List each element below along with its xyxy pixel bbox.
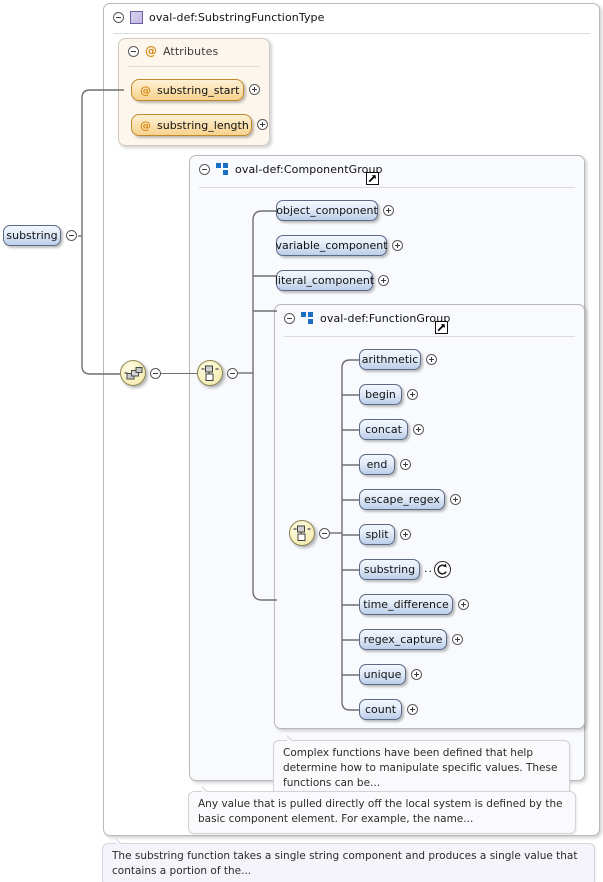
doc-text: The substring function takes a single st…: [112, 850, 578, 877]
expand-toggle-substring-start[interactable]: [249, 84, 260, 95]
component-group-header: oval-def:ComponentGroup: [190, 156, 584, 183]
element-escape-regex[interactable]: escape_regex: [359, 489, 445, 510]
attribute-substring-start[interactable]: @ substring_start: [131, 79, 244, 101]
component-group-header-divider: [199, 187, 575, 188]
element-regex-capture[interactable]: regex_capture: [359, 629, 447, 650]
component-group-title: oval-def:ComponentGroup: [235, 163, 383, 176]
external-link-icon[interactable]: [435, 321, 448, 334]
element-label: variable_component: [275, 239, 388, 252]
expand-toggle-object-component[interactable]: [383, 205, 394, 216]
doc-text: Any value that is pulled directly off th…: [198, 798, 563, 825]
element-label: object_component: [276, 204, 378, 217]
root-branch-connectors: [78, 89, 124, 375]
function-group-title: oval-def:FunctionGroup: [320, 312, 451, 325]
element-label: literal_component: [274, 274, 375, 287]
expand-toggle-concat[interactable]: [413, 424, 424, 435]
element-label: substring: [363, 563, 416, 576]
attribute-label: substring_start: [157, 83, 240, 97]
external-link-icon[interactable]: [366, 172, 379, 185]
collapse-toggle-component-group[interactable]: [199, 164, 210, 175]
expand-toggle-end[interactable]: [400, 459, 411, 470]
collapse-toggle-type[interactable]: [113, 12, 124, 23]
sequence-compositor[interactable]: [120, 360, 146, 386]
function-group-tree-connectors: [330, 359, 361, 711]
component-group-choice-compositor[interactable]: [197, 360, 223, 386]
attribute-substring-length[interactable]: @ substring_length: [131, 114, 252, 136]
type-title: oval-def:SubstringFunctionType: [149, 11, 325, 24]
function-group-box: oval-def:FunctionGroup: [274, 304, 585, 729]
collapse-toggle-sequence[interactable]: [150, 368, 161, 379]
element-label: split: [365, 528, 389, 541]
sequence-to-choice-line: [161, 373, 197, 374]
element-literal-component[interactable]: literal_component: [274, 270, 375, 291]
function-group-header: oval-def:FunctionGroup: [275, 305, 584, 332]
attributes-title: Attributes: [163, 44, 219, 58]
element-object-component[interactable]: object_component: [276, 200, 378, 221]
root-documentation: The substring function takes a single st…: [102, 843, 595, 882]
expand-toggle-begin[interactable]: [407, 389, 418, 400]
function-group-documentation: Complex functions have been defined that…: [273, 740, 570, 798]
root-element-substring[interactable]: substring: [3, 225, 61, 246]
substring-function-type-header: oval-def:SubstringFunctionType: [104, 4, 599, 31]
recursion-icon[interactable]: [433, 560, 452, 579]
function-group-header-divider: [284, 336, 575, 337]
callout-tail: [202, 785, 216, 792]
callout-tail: [116, 837, 130, 844]
element-label: unique: [363, 668, 402, 681]
expand-toggle-split[interactable]: [400, 529, 411, 540]
callout-tail: [287, 734, 301, 741]
root-element-label: substring: [6, 229, 58, 242]
element-unique[interactable]: unique: [359, 664, 406, 685]
element-count[interactable]: count: [359, 699, 402, 720]
expand-toggle-substring-length[interactable]: [257, 119, 268, 130]
expand-toggle-count[interactable]: [407, 704, 418, 715]
expand-toggle-time-difference[interactable]: [458, 599, 469, 610]
model-group-icon: [216, 163, 229, 176]
function-group-choice-compositor[interactable]: [289, 520, 315, 546]
component-group-tree-connectors: [238, 210, 277, 601]
doc-text: Complex functions have been defined that…: [283, 747, 558, 789]
attributes-header-divider: [128, 66, 260, 67]
attribute-label: substring_length: [157, 118, 249, 132]
attribute-icon: @: [140, 83, 151, 97]
expand-toggle-escape-regex[interactable]: [450, 494, 461, 505]
recursion-dots: ··: [424, 565, 433, 578]
element-label: time_difference: [363, 598, 449, 611]
expand-toggle-arithmetic[interactable]: [426, 354, 437, 365]
element-begin[interactable]: begin: [359, 384, 402, 405]
element-label: begin: [365, 388, 396, 401]
attribute-icon: @: [145, 44, 157, 58]
expand-toggle-unique[interactable]: [411, 669, 422, 680]
component-group-documentation: Any value that is pulled directly off th…: [188, 791, 576, 834]
element-concat[interactable]: concat: [359, 419, 408, 440]
attributes-header: @ Attributes: [119, 39, 269, 63]
expand-toggle-variable-component[interactable]: [392, 240, 403, 251]
collapse-toggle-component-choice[interactable]: [227, 368, 238, 379]
element-label: concat: [365, 423, 402, 436]
expand-toggle-regex-capture[interactable]: [452, 634, 463, 645]
element-arithmetic[interactable]: arithmetic: [359, 349, 421, 370]
collapse-toggle-attributes[interactable]: [128, 45, 139, 57]
element-label: end: [366, 458, 388, 471]
element-label: regex_capture: [363, 633, 443, 646]
element-split[interactable]: split: [359, 524, 395, 545]
element-time-difference[interactable]: time_difference: [359, 594, 453, 615]
element-label: escape_regex: [364, 493, 440, 506]
complex-type-icon: [130, 11, 143, 24]
attribute-icon: @: [140, 118, 151, 132]
collapse-toggle-function-choice[interactable]: [319, 528, 330, 539]
element-substring-recursive[interactable]: substring: [359, 559, 420, 580]
expand-toggle-literal-component[interactable]: [378, 275, 389, 286]
element-label: count: [364, 703, 397, 716]
element-label: arithmetic: [361, 353, 419, 366]
collapse-toggle-root-substring[interactable]: [66, 230, 77, 241]
collapse-toggle-function-group[interactable]: [284, 313, 295, 324]
model-group-icon: [301, 312, 314, 325]
element-variable-component[interactable]: variable_component: [275, 235, 388, 256]
element-end[interactable]: end: [359, 454, 395, 475]
type-header-divider: [113, 33, 590, 34]
